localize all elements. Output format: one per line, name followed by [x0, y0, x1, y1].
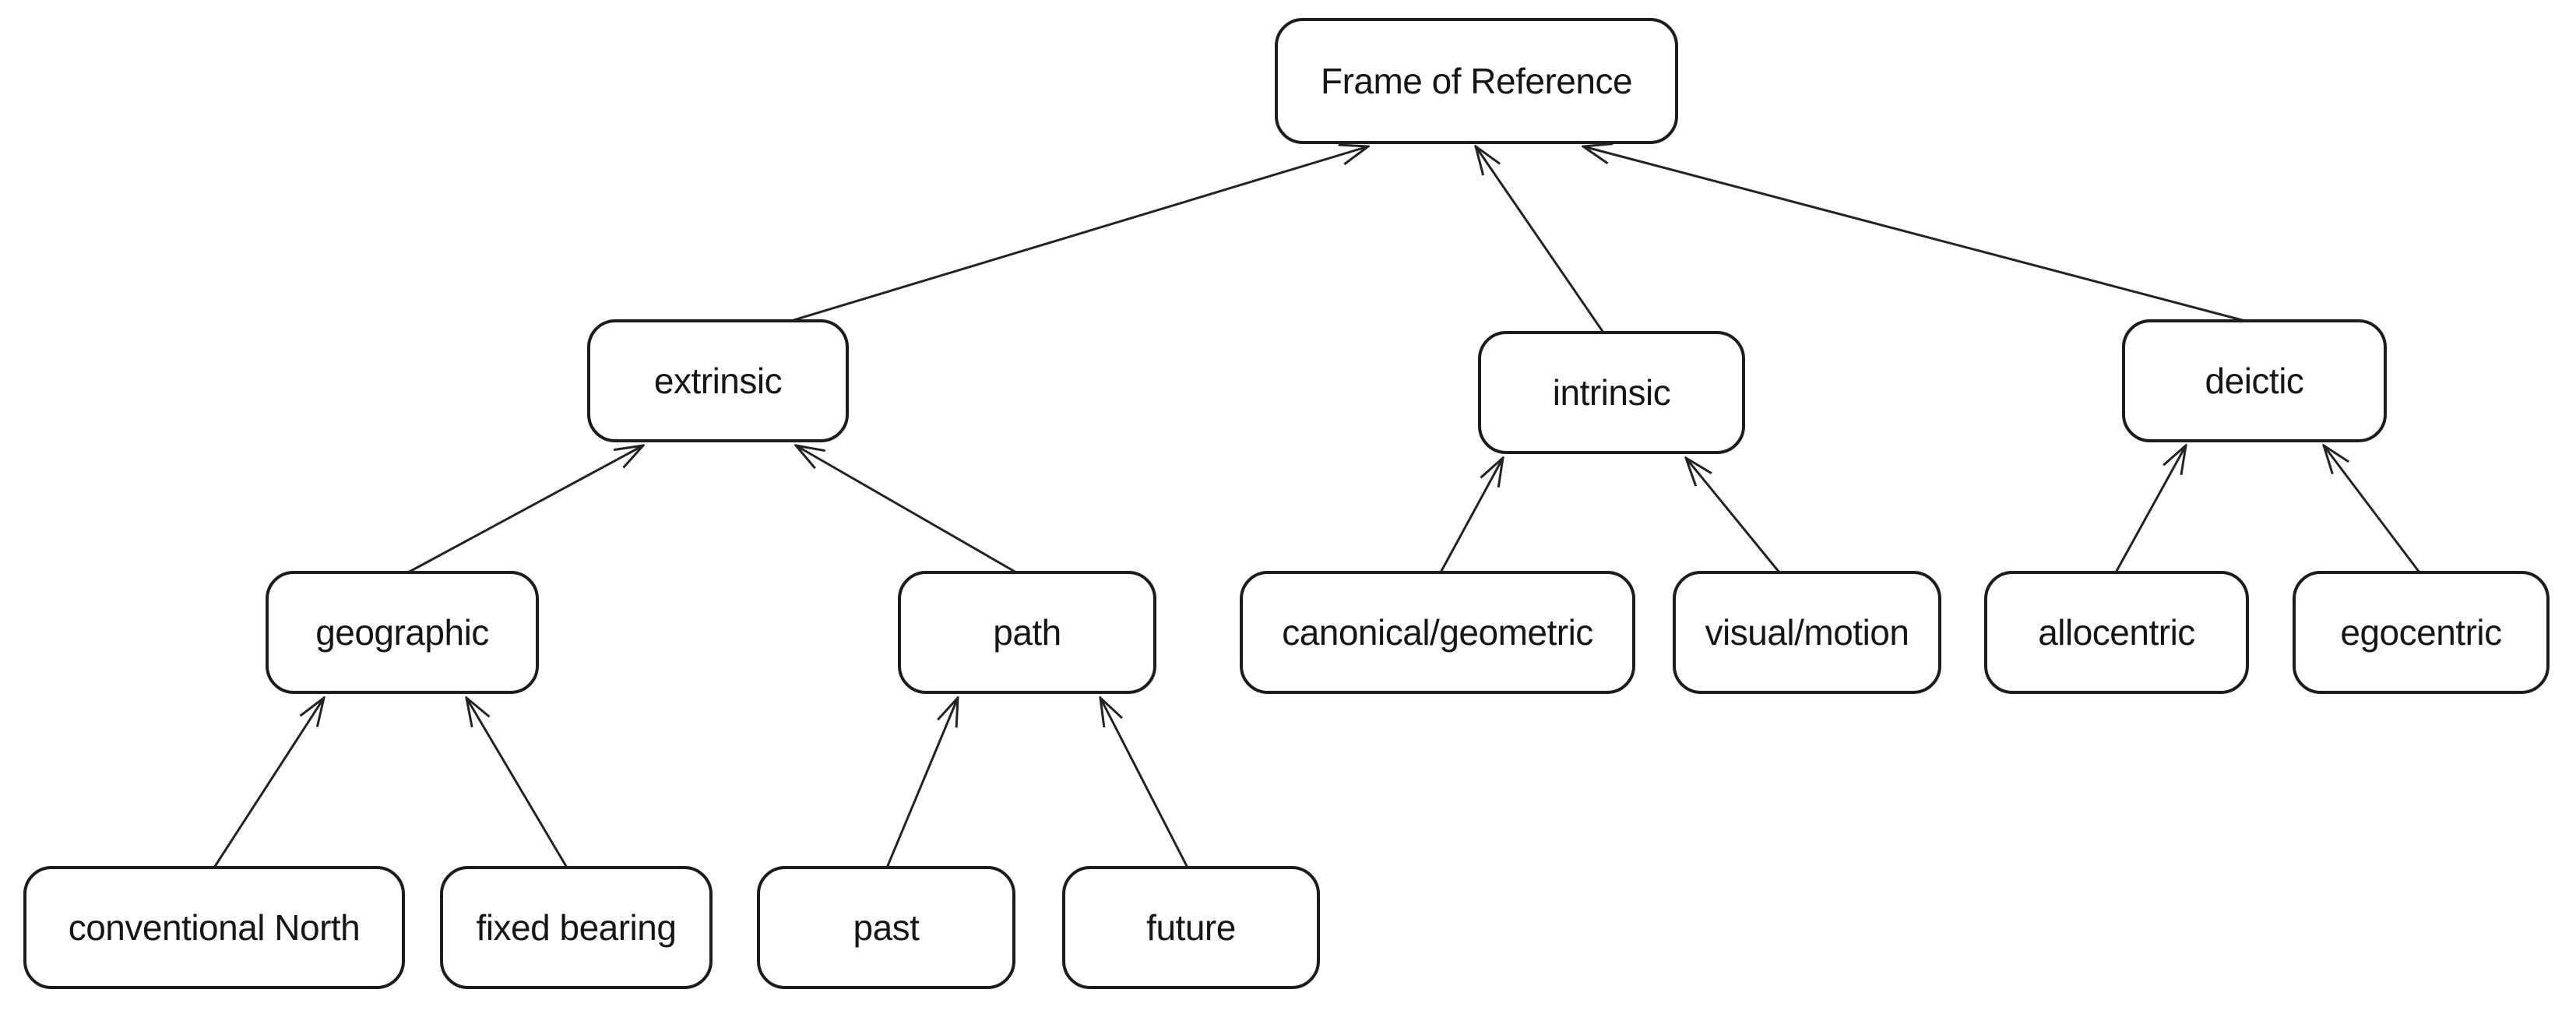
edge-fixed-bearing-to-geographic: [466, 698, 568, 868]
edge-deictic-to-frame-of-reference: [1583, 146, 2246, 322]
edge-conventional-north-to-geographic: [213, 698, 324, 868]
edge-allocentric-to-deictic: [2114, 445, 2186, 573]
node-label: fixed bearing: [476, 907, 677, 948]
node-label: extrinsic: [653, 361, 783, 401]
node-label: geographic: [315, 612, 489, 653]
node-label: past: [853, 907, 920, 948]
node-egocentric: egocentric: [2293, 571, 2550, 694]
node-label: egocentric: [2340, 612, 2502, 653]
node-path: path: [898, 571, 1156, 694]
edge-visual-motion-to-intrinsic: [1686, 458, 1781, 573]
edge-path-to-extrinsic: [796, 445, 1017, 574]
node-label: Frame of Reference: [1320, 61, 1633, 101]
node-label: canonical/geometric: [1282, 612, 1593, 653]
edge-canonical-geometric-to-intrinsic: [1439, 458, 1503, 573]
node-label: visual/motion: [1705, 612, 1909, 653]
edge-future-to-path: [1100, 698, 1189, 868]
edge-past-to-path: [885, 698, 958, 868]
edge-intrinsic-to-frame-of-reference: [1476, 146, 1605, 333]
node-deictic: deictic: [2122, 319, 2387, 442]
edge-egocentric-to-deictic: [2324, 445, 2421, 573]
node-intrinsic: intrinsic: [1478, 331, 1745, 454]
edge-extrinsic-to-frame-of-reference: [790, 146, 1368, 322]
node-label: deictic: [2205, 361, 2304, 401]
node-frame-of-reference: Frame of Reference: [1275, 18, 1678, 144]
node-geographic: geographic: [266, 571, 539, 694]
node-fixed-bearing: fixed bearing: [440, 866, 713, 989]
node-conventional-north: conventional North: [23, 866, 405, 989]
node-allocentric: allocentric: [1984, 571, 2249, 694]
node-visual-motion: visual/motion: [1673, 571, 1941, 694]
node-label: allocentric: [2038, 612, 2195, 653]
node-label: path: [993, 612, 1061, 653]
node-label: future: [1146, 907, 1236, 948]
node-extrinsic: extrinsic: [587, 319, 849, 442]
node-future: future: [1062, 866, 1320, 989]
node-label: conventional North: [68, 907, 361, 948]
edge-geographic-to-extrinsic: [407, 445, 643, 574]
node-label: intrinsic: [1552, 372, 1671, 413]
node-canonical-geometric: canonical/geometric: [1240, 571, 1635, 694]
node-past: past: [757, 866, 1015, 989]
